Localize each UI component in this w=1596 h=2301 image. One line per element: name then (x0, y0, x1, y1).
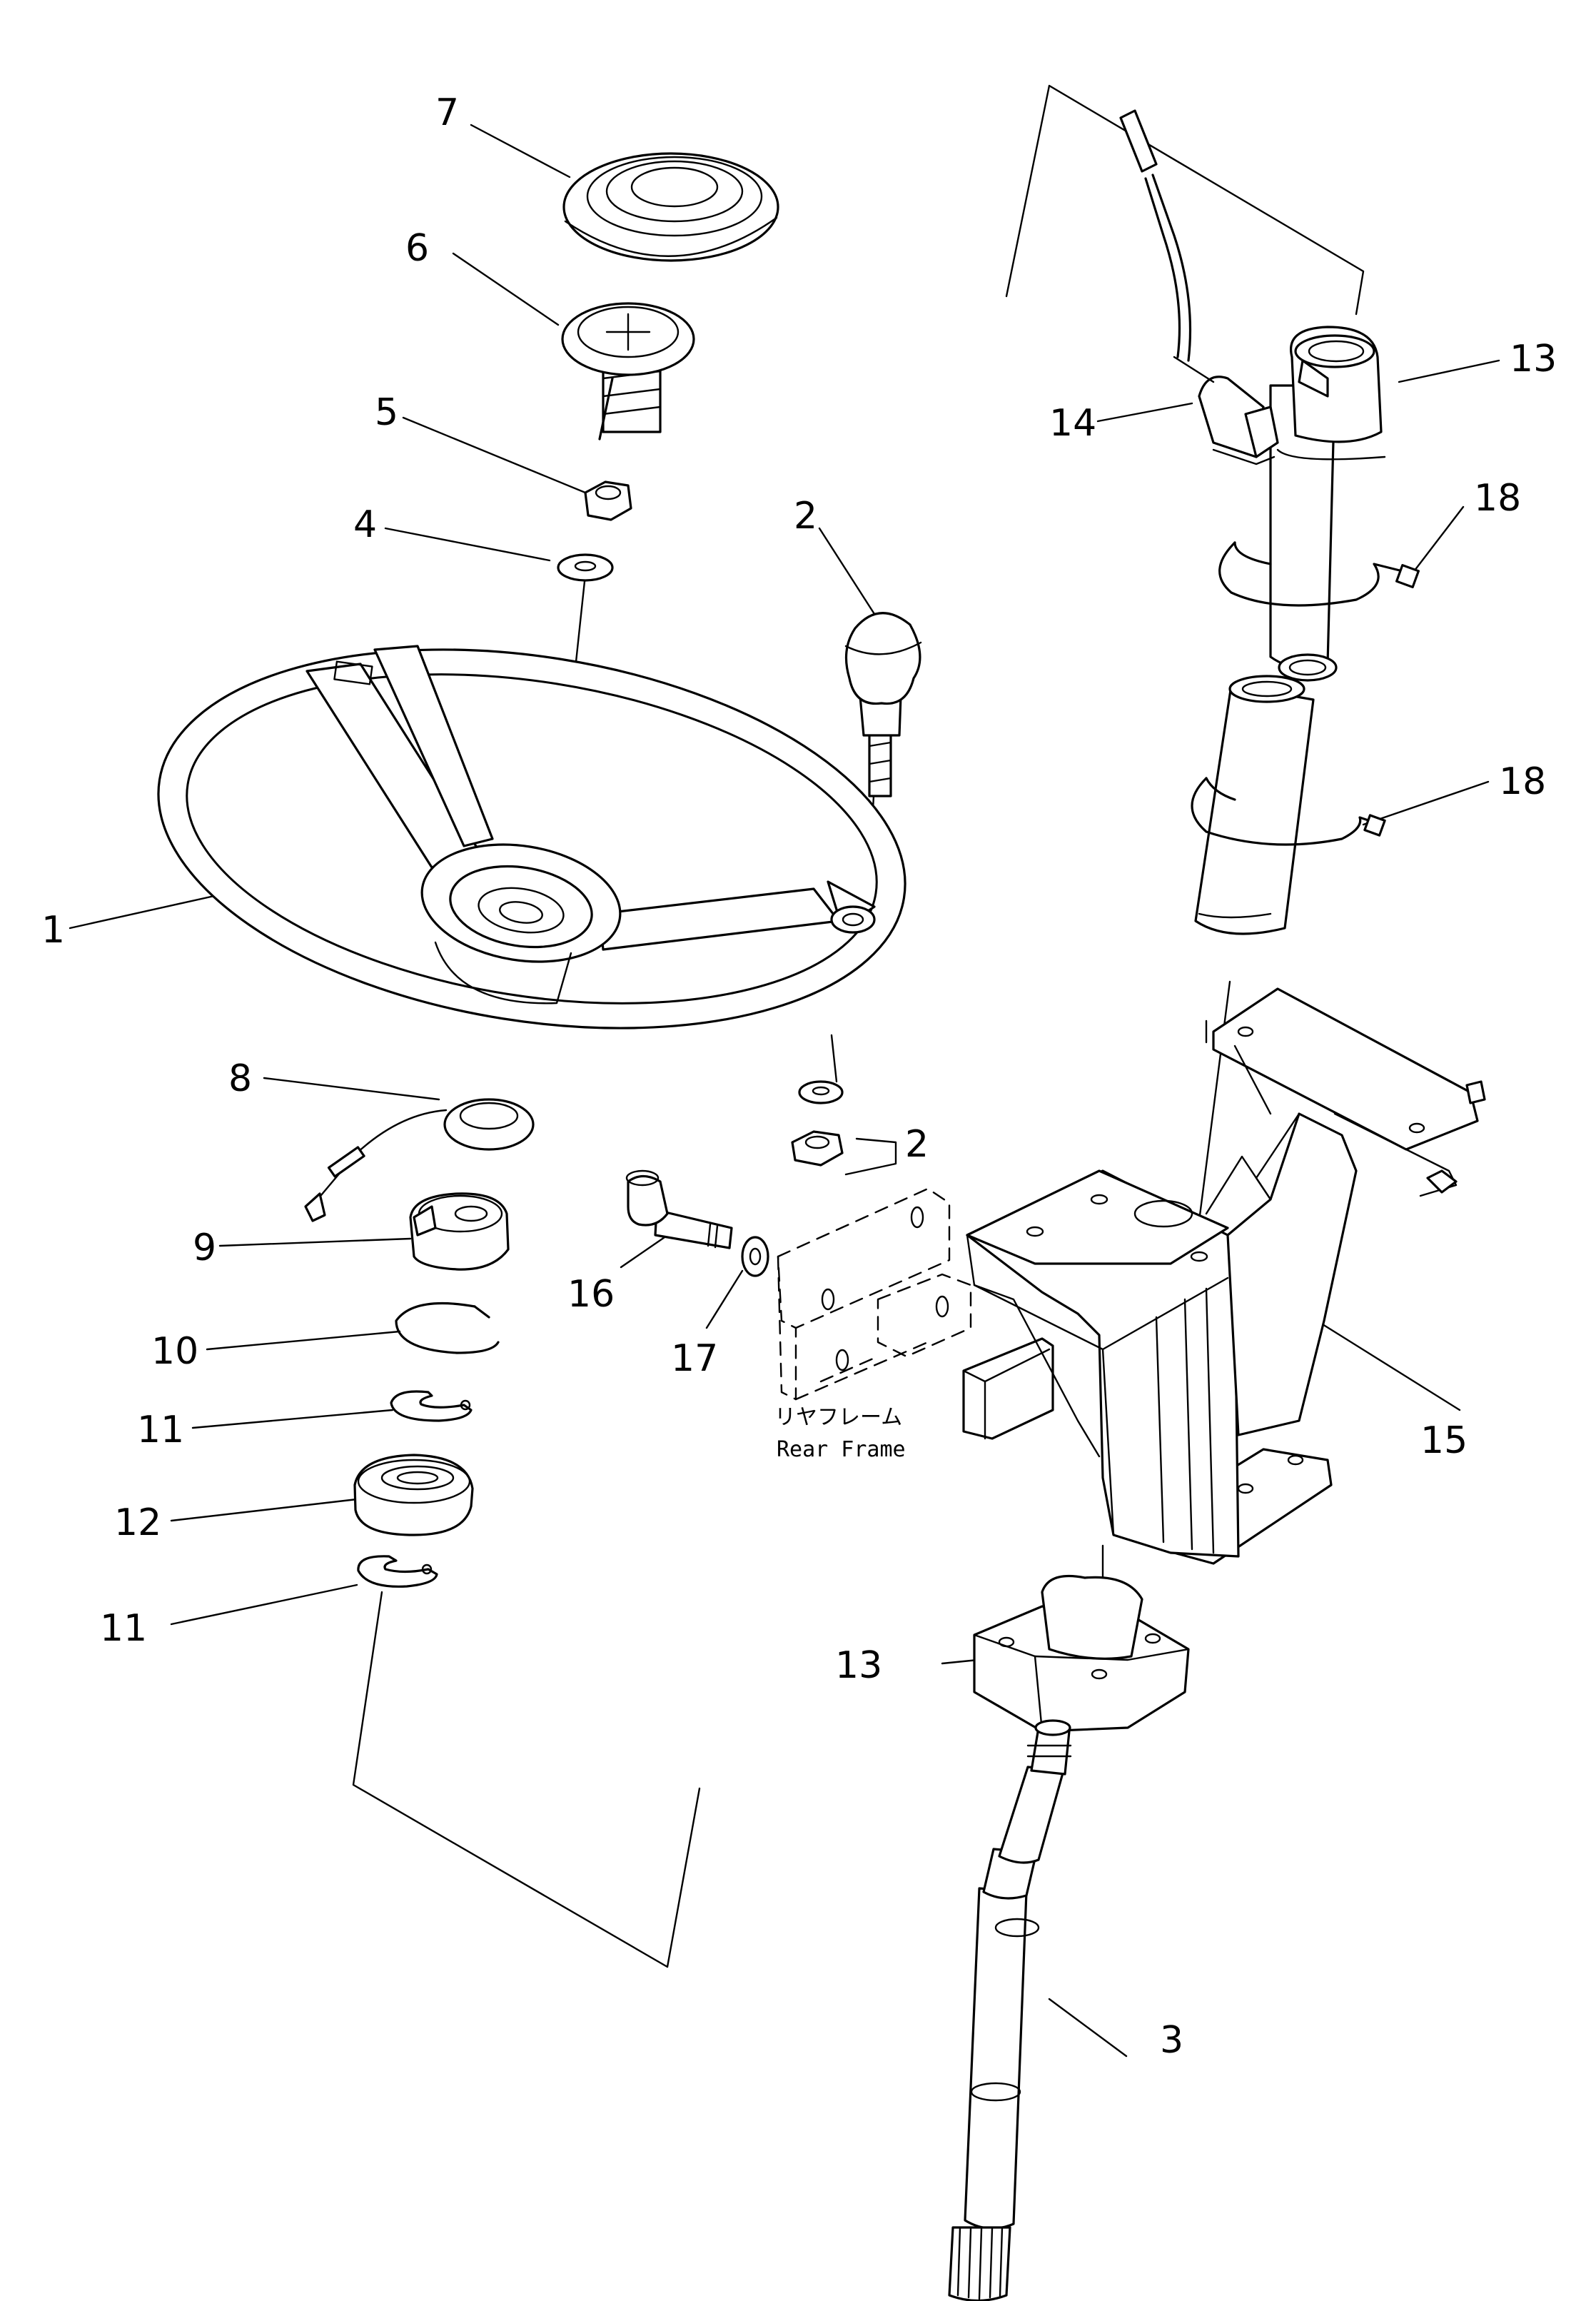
column-stand (966, 987, 1486, 1565)
bolt (625, 1169, 733, 1249)
rear-frame-caption: リヤフレーム Rear Frame (774, 1405, 906, 1462)
bearing (353, 1454, 474, 1536)
turn-signal-lever (1119, 109, 1279, 465)
callout-11-upper: 11 (137, 1409, 184, 1451)
horn-ring (304, 1098, 535, 1222)
callout-6: 6 (405, 227, 429, 270)
steering-shaft (948, 1719, 1072, 2301)
column-tube-upper (1269, 384, 1338, 682)
callout-2-nut: 2 (905, 1123, 929, 1166)
clamp-band-lower (1191, 777, 1386, 846)
callout-9: 9 (193, 1227, 216, 1269)
callout-18-upper: 18 (1474, 477, 1521, 520)
steering-unit-mount (973, 1574, 1190, 1733)
rear-frame-mount (777, 1187, 1054, 1440)
retaining-ring-lower (357, 1555, 438, 1588)
steering-wheel (157, 645, 906, 1029)
callout-3: 3 (1160, 2019, 1183, 2062)
rear-frame-label-en: Rear Frame (777, 1437, 906, 1462)
callout-13-upper: 13 (1510, 338, 1557, 381)
callout-7: 7 (435, 91, 459, 134)
callout-2-knob: 2 (794, 495, 817, 538)
snap-ring (395, 1301, 500, 1354)
collar (409, 1192, 510, 1271)
callout-17: 17 (671, 1337, 718, 1380)
callout-15: 15 (1420, 1419, 1468, 1462)
callout-11-lower: 11 (100, 1607, 147, 1650)
knob-washer-and-nut (791, 1080, 844, 1167)
callout-8: 8 (228, 1057, 252, 1100)
callout-18-lower: 18 (1499, 760, 1546, 803)
rear-frame-label-ja: リヤフレーム (774, 1405, 902, 1430)
callout-12: 12 (114, 1501, 161, 1544)
callout-5: 5 (375, 391, 398, 434)
column-tube-lower (1194, 675, 1315, 935)
callout-10: 10 (151, 1330, 198, 1373)
callout-14: 14 (1049, 402, 1096, 445)
callout-numbers: 7 6 5 4 2 1 8 9 10 11 12 11 16 17 2 15 1… (41, 91, 1557, 2062)
callout-13-lower: 13 (835, 1644, 882, 1687)
nut (584, 480, 632, 521)
horn-switch (561, 302, 695, 440)
washer (557, 553, 614, 582)
column-switch (1276, 326, 1386, 460)
bolt-washer (741, 1236, 769, 1277)
retaining-ring-upper (390, 1390, 473, 1422)
clamp-band-upper (1218, 541, 1420, 607)
callout-16: 16 (567, 1273, 615, 1316)
callout-4: 4 (353, 503, 377, 546)
horn-cap (562, 152, 779, 262)
callout-1: 1 (41, 909, 65, 952)
steering-knob (844, 612, 922, 797)
